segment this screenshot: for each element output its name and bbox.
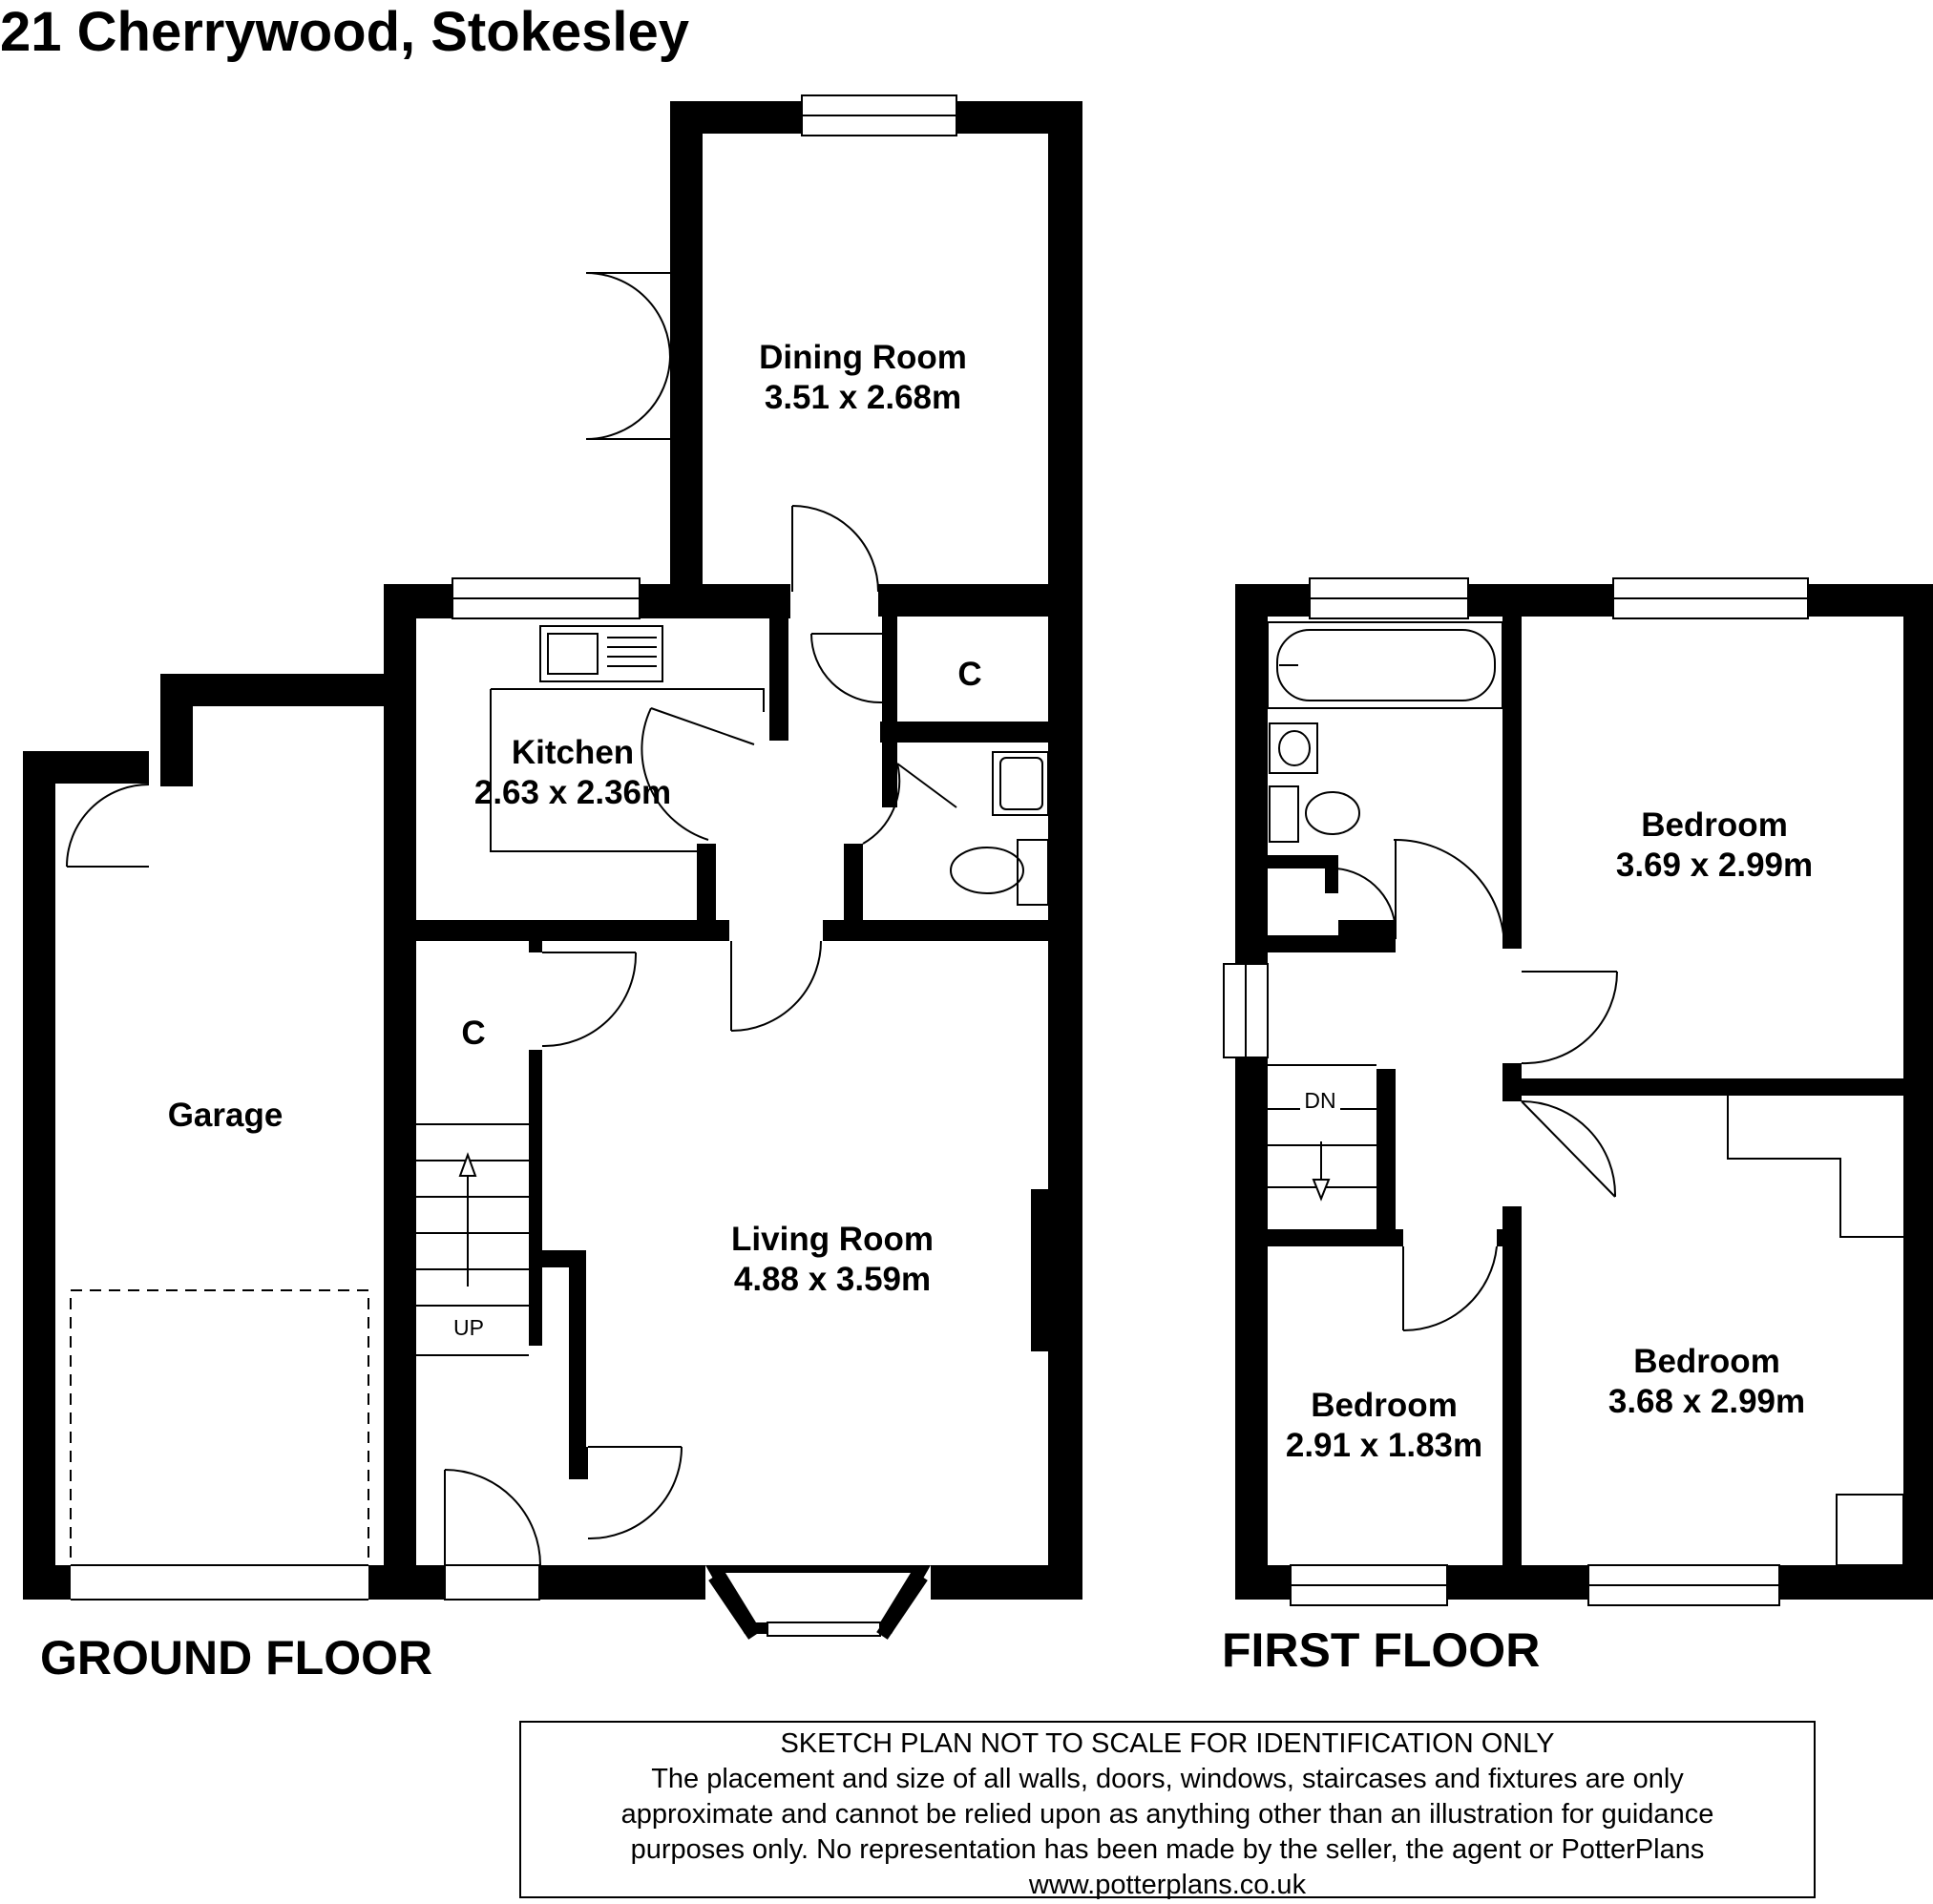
kitchen-name: Kitchen: [512, 734, 634, 771]
bedroom-1-size: 3.69 x 2.99m: [1616, 847, 1813, 884]
dining-room-size: 3.51 x 2.68m: [765, 379, 961, 416]
cupboard-label-lower: C: [461, 1015, 485, 1052]
first-stairs: [1268, 1064, 1376, 1202]
disclaimer-box: SKETCH PLAN NOT TO SCALE FOR IDENTIFICAT…: [519, 1721, 1816, 1900]
living-room-size: 4.88 x 3.59m: [734, 1261, 931, 1298]
disclaimer-line-3: approximate and cannot be relied upon as…: [620, 1799, 1714, 1830]
first-windows: [1223, 577, 1809, 1606]
bedroom-3-name: Bedroom: [1311, 1387, 1458, 1424]
disclaimer-line-1: SKETCH PLAN NOT TO SCALE FOR IDENTIFICAT…: [780, 1728, 1555, 1759]
cupboard-label-upper: C: [957, 656, 981, 693]
page-title: 21 Cherrywood, Stokesley: [0, 1, 690, 63]
first-doors: [1335, 839, 1619, 1332]
ground-floor-label: GROUND FLOOR: [40, 1631, 433, 1684]
ground-windows: [452, 94, 957, 619]
bay-window: [705, 1565, 931, 1640]
first-floor-walls: [1235, 584, 1933, 1600]
kitchen-fixtures: [490, 625, 765, 852]
bathroom-fixtures: [1267, 621, 1503, 843]
ground-doors: [66, 272, 957, 1601]
bedroom-3-size: 2.91 x 1.83m: [1286, 1427, 1482, 1464]
ground-stairs: [416, 1123, 529, 1356]
disclaimer-website-link[interactable]: www.potterplans.co.uk: [1028, 1870, 1307, 1900]
living-room-name: Living Room: [731, 1221, 934, 1258]
wc-fixtures: [950, 751, 1049, 906]
first-floor-label: FIRST FLOOR: [1222, 1623, 1541, 1677]
disclaimer-line-2: The placement and size of all walls, doo…: [651, 1764, 1684, 1794]
kitchen-size: 2.63 x 2.36m: [474, 774, 671, 811]
garage-name: Garage: [168, 1097, 284, 1134]
stairs-up-label: UP: [453, 1315, 484, 1340]
bedroom-1-name: Bedroom: [1641, 806, 1788, 844]
room-labels: Dining Room 3.51 x 2.68m Kitchen 2.63 x …: [168, 339, 1813, 1464]
bedroom-2-name: Bedroom: [1633, 1343, 1780, 1380]
stairs-down-label: DN: [1304, 1088, 1335, 1113]
stair-labels: UP DN: [449, 1088, 1340, 1342]
garage-door: [70, 1289, 369, 1566]
dining-room-name: Dining Room: [759, 339, 967, 376]
disclaimer-line-4: purposes only. No representation has bee…: [630, 1834, 1705, 1865]
wardrobes: [1727, 1096, 1904, 1566]
bedroom-2-size: 3.68 x 2.99m: [1608, 1383, 1805, 1420]
